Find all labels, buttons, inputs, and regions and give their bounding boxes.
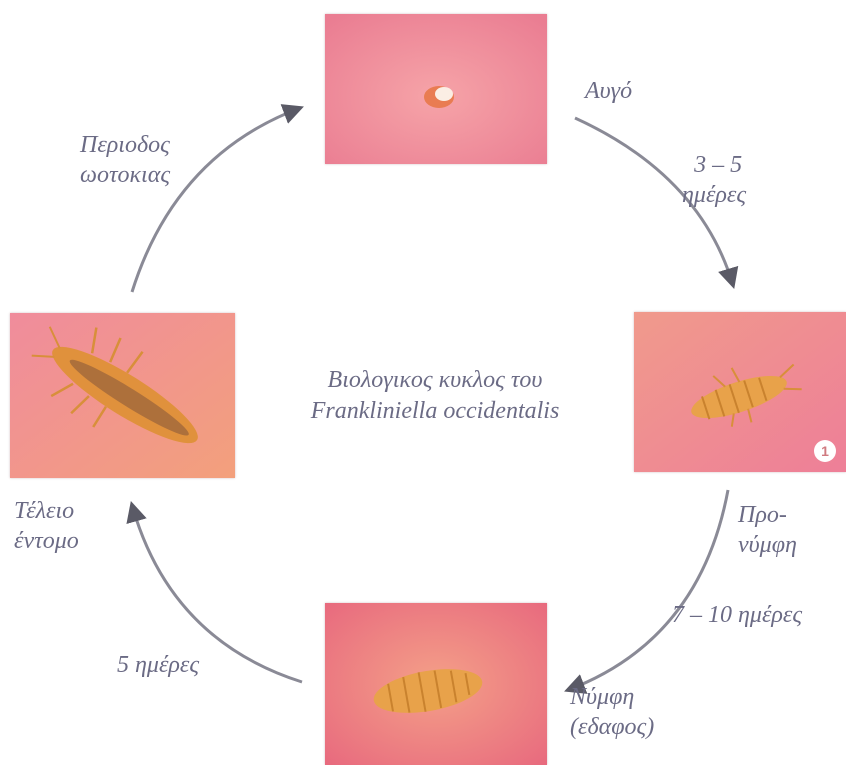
prenymph-label-line-1: Προ- [738, 500, 797, 530]
nymph-label-line-1: Νύμφη [570, 682, 654, 712]
title-line-2: Frankliniella occidentalis [245, 396, 625, 427]
egg-duration-days: 3 – 5 [690, 150, 746, 180]
title-line-1: Βιολογικος κυκλος του [245, 365, 625, 396]
egg-laying-label-line-2: ωοτοκιας [80, 160, 170, 190]
arrow-prenymph-to-nymph [568, 490, 728, 690]
adult-label-line-1: Τέλειο [14, 496, 79, 526]
adult-label-line-2: έντομο [14, 526, 79, 556]
egg-laying-label-line-1: Περιοδος [80, 130, 170, 160]
prenymph-label: Προ- νύμφη [738, 500, 797, 560]
diagram-title: Βιολογικος κυκλος του Frankliniella occi… [245, 365, 625, 427]
egg-photo [325, 14, 547, 164]
nymph-label-line-2: (εδαφος) [570, 712, 654, 742]
stage-number-badge: 1 [814, 440, 836, 462]
nymph-label: Νύμφη (εδαφος) [570, 682, 654, 742]
adult-label: Τέλειο έντομο [14, 496, 79, 556]
egg-duration: 3 – 5 ημέρες [690, 150, 746, 210]
egg-laying-label: Περιοδος ωοτοκιας [80, 130, 170, 190]
prenymph-label-line-2: νύμφη [738, 530, 797, 560]
prenymph-duration: 7 – 10 ημέρες [672, 600, 802, 630]
nymph-duration: 5 ημέρες [117, 650, 199, 680]
nymph-photo [325, 603, 547, 765]
prenymph-photo: 1 [634, 312, 846, 472]
egg-duration-unit: ημέρες [682, 180, 746, 210]
egg-label: Αυγό [585, 76, 632, 106]
adult-photo [10, 313, 235, 478]
